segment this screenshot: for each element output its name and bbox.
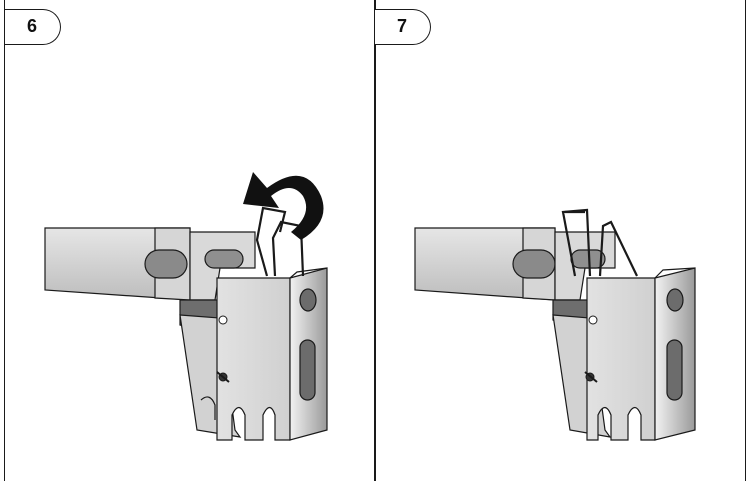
horizontal-bar (414, 227, 556, 301)
step-panel-7: 7 (374, 0, 746, 481)
bracket-side-plate (654, 267, 696, 441)
step-7-illustration (414, 208, 696, 441)
wire-spring-clip (255, 206, 305, 277)
horizontal-bar (44, 227, 191, 301)
step-number-badge: 7 (375, 9, 431, 45)
bracket-side-plate (289, 267, 328, 441)
step-panel-6: 6 (4, 0, 376, 481)
step-number-badge: 6 (5, 9, 61, 45)
rotate-clockwise-arrow-icon (243, 172, 324, 240)
step-6-illustration (44, 172, 328, 441)
bracket-front-plate (200, 277, 291, 441)
wire-spring-clip (561, 208, 638, 277)
bracket-front-plate (584, 277, 656, 441)
